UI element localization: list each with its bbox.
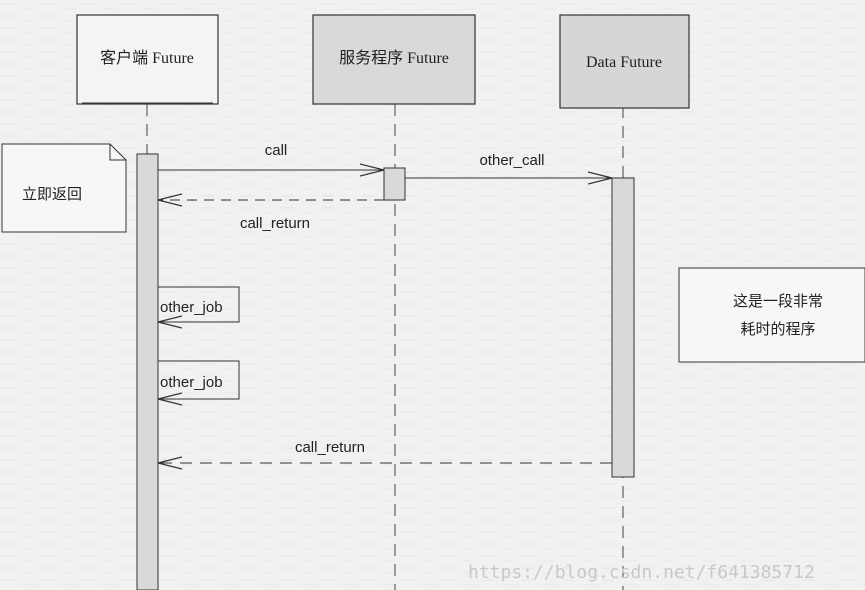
note-slow-line1: 这是一段非常 [733, 293, 823, 310]
message-call-return-2: call_return [158, 439, 612, 463]
message-other-job-2-label: other_job [160, 374, 223, 391]
activation-data [611, 177, 635, 478]
message-other-job-1-label: other_job [160, 299, 223, 316]
message-other-job-1: other_job [158, 286, 240, 322]
note-immediate-return-text: 立即返回 [22, 186, 82, 203]
message-call-label: call [265, 142, 288, 159]
note-slow-line2: 耗时的程序 [740, 321, 815, 338]
participant-server: 服务程序 Future [312, 14, 476, 105]
message-other-call: other_call [405, 152, 612, 178]
participant-data-label: Data Future [586, 54, 662, 71]
message-call-return-1-label: call_return [240, 215, 310, 232]
activation-client [136, 153, 159, 590]
participant-server-label: 服务程序 Future [339, 49, 449, 67]
message-other-call-label: other_call [479, 152, 544, 169]
participant-data: Data Future [559, 14, 690, 109]
note-immediate-return: 立即返回 [1, 143, 127, 233]
message-call-return-2-label: call_return [295, 439, 365, 456]
message-call-return-1: call_return [158, 200, 384, 232]
watermark-text: https://blog.csdn.net/f641385712 [468, 562, 815, 583]
participant-client: 客户端 Future [76, 14, 219, 105]
message-other-job-2: other_job [158, 360, 240, 399]
activation-server [383, 167, 406, 201]
participant-client-label: 客户端 Future [100, 49, 194, 67]
note-slow-program: 这是一段非常 耗时的程序 [678, 267, 865, 363]
message-call: call [158, 142, 384, 170]
